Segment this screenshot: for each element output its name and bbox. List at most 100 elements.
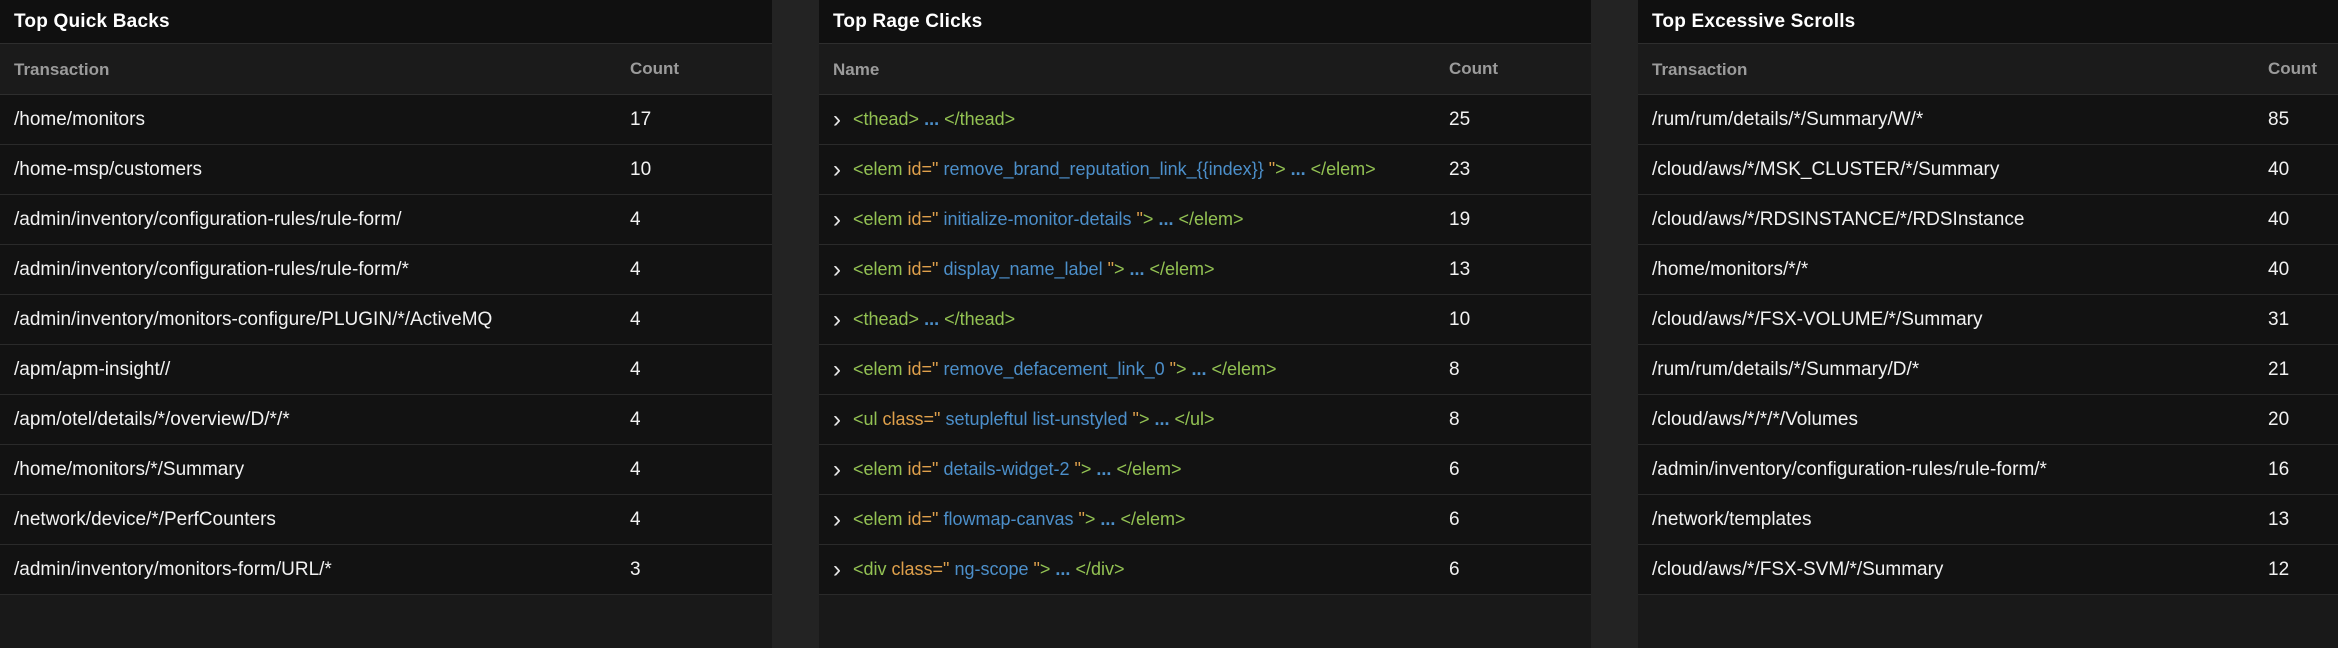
table-row[interactable]: ›<div class=" ng-scope "> ... </div>6: [819, 545, 1591, 595]
table-row[interactable]: /home/monitors/*/*40: [1638, 245, 2338, 295]
expand-chevron-icon[interactable]: ›: [833, 306, 841, 333]
panel-top-quick-backs: Top Quick Backs Transaction Count /home/…: [0, 0, 772, 648]
code-token: ...: [1096, 459, 1112, 479]
table-row[interactable]: ›<thead> ... </thead>25: [819, 95, 1591, 145]
row-name: ›<elem id=" display_name_label "> ... </…: [819, 245, 1449, 294]
row-count: 85: [2268, 108, 2290, 130]
row-count: 6: [1449, 558, 1460, 580]
row-name: /network/device/*/PerfCounters: [14, 509, 276, 530]
code-token: >: [1039, 559, 1056, 579]
table-row[interactable]: ›<elem id=" details-widget-2 "> ... </el…: [819, 445, 1591, 495]
row-count: 16: [2268, 458, 2290, 480]
table-row[interactable]: /cloud/aws/*/RDSINSTANCE/*/RDSInstance 40: [1638, 195, 2338, 245]
code-token: ...: [1158, 209, 1174, 229]
table-row[interactable]: ›<elem id=" flowmap-canvas "> ... </elem…: [819, 495, 1591, 545]
column-header-count[interactable]: Count: [2268, 59, 2318, 78]
code-token: class=": [891, 559, 955, 579]
row-name: /cloud/aws/*/FSX-VOLUME/*/Summary: [1652, 309, 1983, 330]
table-row[interactable]: /rum/rum/details/*/Summary/W/*85: [1638, 95, 2338, 145]
table-row[interactable]: /apm/otel/details/*/overview/D/*/*4: [0, 395, 772, 445]
column-header-count[interactable]: Count: [630, 59, 680, 78]
table-row[interactable]: /admin/inventory/configuration-rules/rul…: [0, 195, 772, 245]
table-row[interactable]: ›<elem id=" display_name_label "> ... </…: [819, 245, 1591, 295]
expand-chevron-icon[interactable]: ›: [833, 406, 841, 433]
code-token: ...: [1055, 559, 1071, 579]
panel-title: Top Excessive Scrolls: [1638, 0, 2338, 44]
panel-top-excessive-scrolls: Top Excessive Scrolls Transaction Count …: [1638, 0, 2338, 648]
column-header-transaction[interactable]: Transaction: [1652, 59, 1748, 79]
column-header-name[interactable]: Name: [833, 59, 880, 79]
row-count: 21: [2268, 358, 2290, 380]
table-row[interactable]: ›<elem id=" initialize-monitor-details "…: [819, 195, 1591, 245]
code-token: id=": [907, 259, 944, 279]
row-count: 17: [630, 108, 652, 130]
code-token: </elem>: [1305, 159, 1376, 179]
code-token: id=": [907, 209, 944, 229]
code-token: remove_brand_reputation_link_{{index}}: [943, 159, 1269, 179]
code-token: details-widget-2: [943, 459, 1075, 479]
table-row[interactable]: /admin/inventory/monitors-configure/PLUG…: [0, 295, 772, 345]
row-name: ›<elem id=" flowmap-canvas "> ... </elem…: [819, 495, 1449, 544]
row-name: /home/monitors/*/*: [1652, 259, 1809, 280]
expand-chevron-icon[interactable]: ›: [833, 556, 841, 583]
row-count: 20: [2268, 408, 2290, 430]
code-token: ": [1074, 459, 1081, 479]
row-count: 40: [2268, 158, 2290, 180]
table-row[interactable]: ›<elem id=" remove_brand_reputation_link…: [819, 145, 1591, 195]
row-name: /cloud/aws/*/RDSINSTANCE/*/RDSInstance: [1652, 209, 2025, 230]
row-count: 4: [630, 508, 641, 530]
row-name: /home/monitors/*/Summary: [14, 459, 245, 480]
code-token: </ul>: [1169, 409, 1215, 429]
expand-chevron-icon[interactable]: ›: [833, 156, 841, 183]
table-row[interactable]: ›<elem id=" remove_defacement_link_0 "> …: [819, 345, 1591, 395]
row-count: 13: [1449, 258, 1471, 280]
table-row[interactable]: /network/device/*/PerfCounters 4: [0, 495, 772, 545]
row-name: ›<elem id=" remove_brand_reputation_link…: [819, 145, 1449, 194]
code-token: ...: [919, 309, 945, 329]
row-count: 10: [630, 158, 652, 180]
column-header-count[interactable]: Count: [1449, 59, 1499, 78]
code-token: <ul: [853, 409, 883, 429]
row-count: 3: [630, 558, 641, 580]
code-token: ": [1268, 159, 1276, 179]
code-token: <elem: [853, 259, 908, 279]
expand-chevron-icon[interactable]: ›: [833, 106, 841, 133]
code-token: </thead>: [944, 309, 1016, 329]
table-row[interactable]: /rum/rum/details/*/Summary/D/*21: [1638, 345, 2338, 395]
expand-chevron-icon[interactable]: ›: [833, 506, 841, 533]
table-row[interactable]: /admin/inventory/configuration-rules/rul…: [1638, 445, 2338, 495]
table-row[interactable]: ›<ul class=" setupleftul list-unstyled "…: [819, 395, 1591, 445]
code-token: ": [1033, 559, 1040, 579]
expand-chevron-icon[interactable]: ›: [833, 356, 841, 383]
code-token: </elem>: [1111, 459, 1182, 479]
expand-chevron-icon[interactable]: ›: [833, 456, 841, 483]
row-count: 40: [2268, 208, 2290, 230]
code-token: >: [1175, 359, 1192, 379]
row-count: 6: [1449, 508, 1460, 530]
code-token: ": [1136, 209, 1143, 229]
expand-chevron-icon[interactable]: ›: [833, 206, 841, 233]
code-token: <div: [853, 559, 892, 579]
table-row[interactable]: /apm/apm-insight//4: [0, 345, 772, 395]
expand-chevron-icon[interactable]: ›: [833, 256, 841, 283]
column-header-transaction[interactable]: Transaction: [14, 59, 110, 79]
row-name: /network/templates: [1652, 509, 1812, 530]
code-token: ": [1078, 509, 1085, 529]
row-name: ›<elem id=" remove_defacement_link_0 "> …: [819, 345, 1449, 394]
table-row[interactable]: ›<thead> ... </thead>10: [819, 295, 1591, 345]
row-count: 4: [630, 358, 641, 380]
table-row[interactable]: /admin/inventory/monitors-form/URL/*3: [0, 545, 772, 595]
panel-title: Top Quick Backs: [0, 0, 772, 44]
table-header: Transaction Count: [0, 44, 772, 95]
code-token: setupleftul list-unstyled: [945, 409, 1133, 429]
table-row[interactable]: /admin/inventory/configuration-rules/rul…: [0, 245, 772, 295]
row-name: /apm/otel/details/*/overview/D/*/*: [14, 409, 290, 430]
